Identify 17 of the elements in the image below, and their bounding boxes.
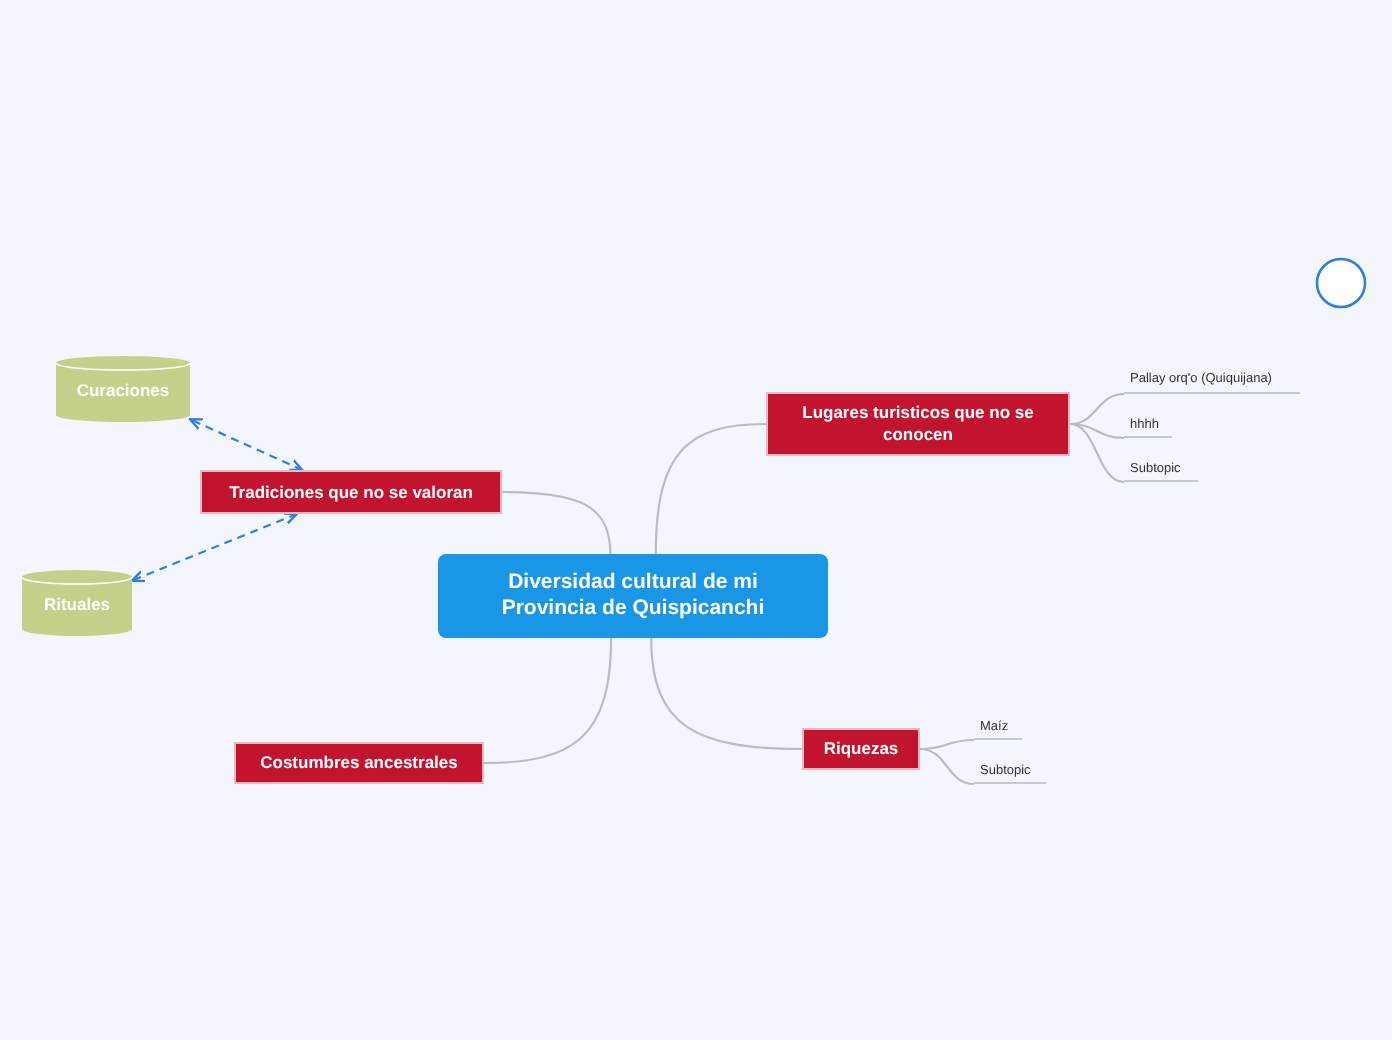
topic-box: Riquezas — [802, 728, 920, 770]
central-topic-box: Diversidad cultural de mi Provincia de Quispicanchi — [438, 554, 828, 638]
branch-line — [1069, 392, 1125, 426]
branch-line — [654, 422, 767, 555]
node-label: Rituales — [43, 593, 111, 613]
branch-line — [1069, 422, 1125, 484]
branch-line — [1069, 422, 1125, 440]
node-label: Curaciones — [76, 379, 170, 399]
topic-box: Tradiciones que no se valoran — [200, 470, 502, 514]
branch-line — [650, 637, 803, 751]
topic-box: Lugares turisticos que no se conocen — [766, 392, 1070, 456]
branch-line — [502, 490, 612, 555]
topic-box: Costumbres ancestrales — [234, 742, 484, 784]
branch-line — [483, 637, 613, 765]
dashed-arrow — [188, 418, 304, 472]
dashed-arrow — [130, 512, 298, 583]
branch-line — [919, 747, 975, 786]
